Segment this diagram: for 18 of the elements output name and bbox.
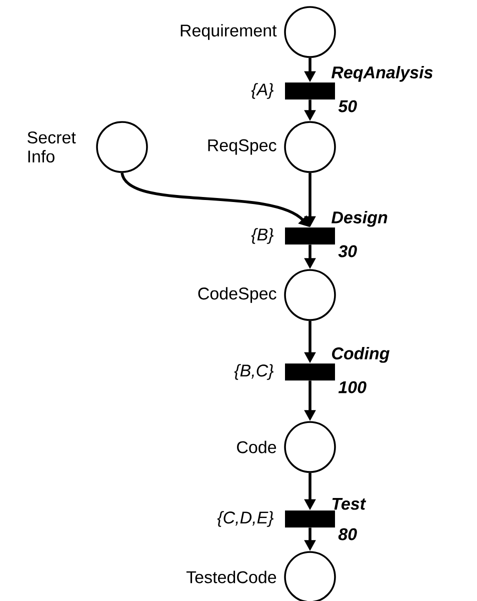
duration-label: 50 xyxy=(338,100,357,112)
transition-name: Design xyxy=(332,210,388,227)
duration-label: 30 xyxy=(338,245,357,258)
transition-name: Test xyxy=(332,498,366,510)
set-label: {C,D,E} xyxy=(217,511,274,527)
transition-name: Coding xyxy=(332,346,390,363)
set-label: {A} xyxy=(251,83,274,99)
place-label: Secret Info xyxy=(28,131,76,163)
set-label: {B,C} xyxy=(234,364,274,380)
duration-label: 100 xyxy=(338,381,366,394)
set-label: {B} xyxy=(251,228,274,244)
place-label: CodeSpec xyxy=(198,287,276,303)
place-label: ReqSpec xyxy=(208,139,276,155)
place-label: Requirement xyxy=(180,24,277,40)
duration-label: 80 xyxy=(338,528,357,540)
transition-name: ReqAnalysis xyxy=(332,66,433,82)
place-label: TestedCode xyxy=(186,570,276,584)
place-label: Code xyxy=(237,440,276,454)
